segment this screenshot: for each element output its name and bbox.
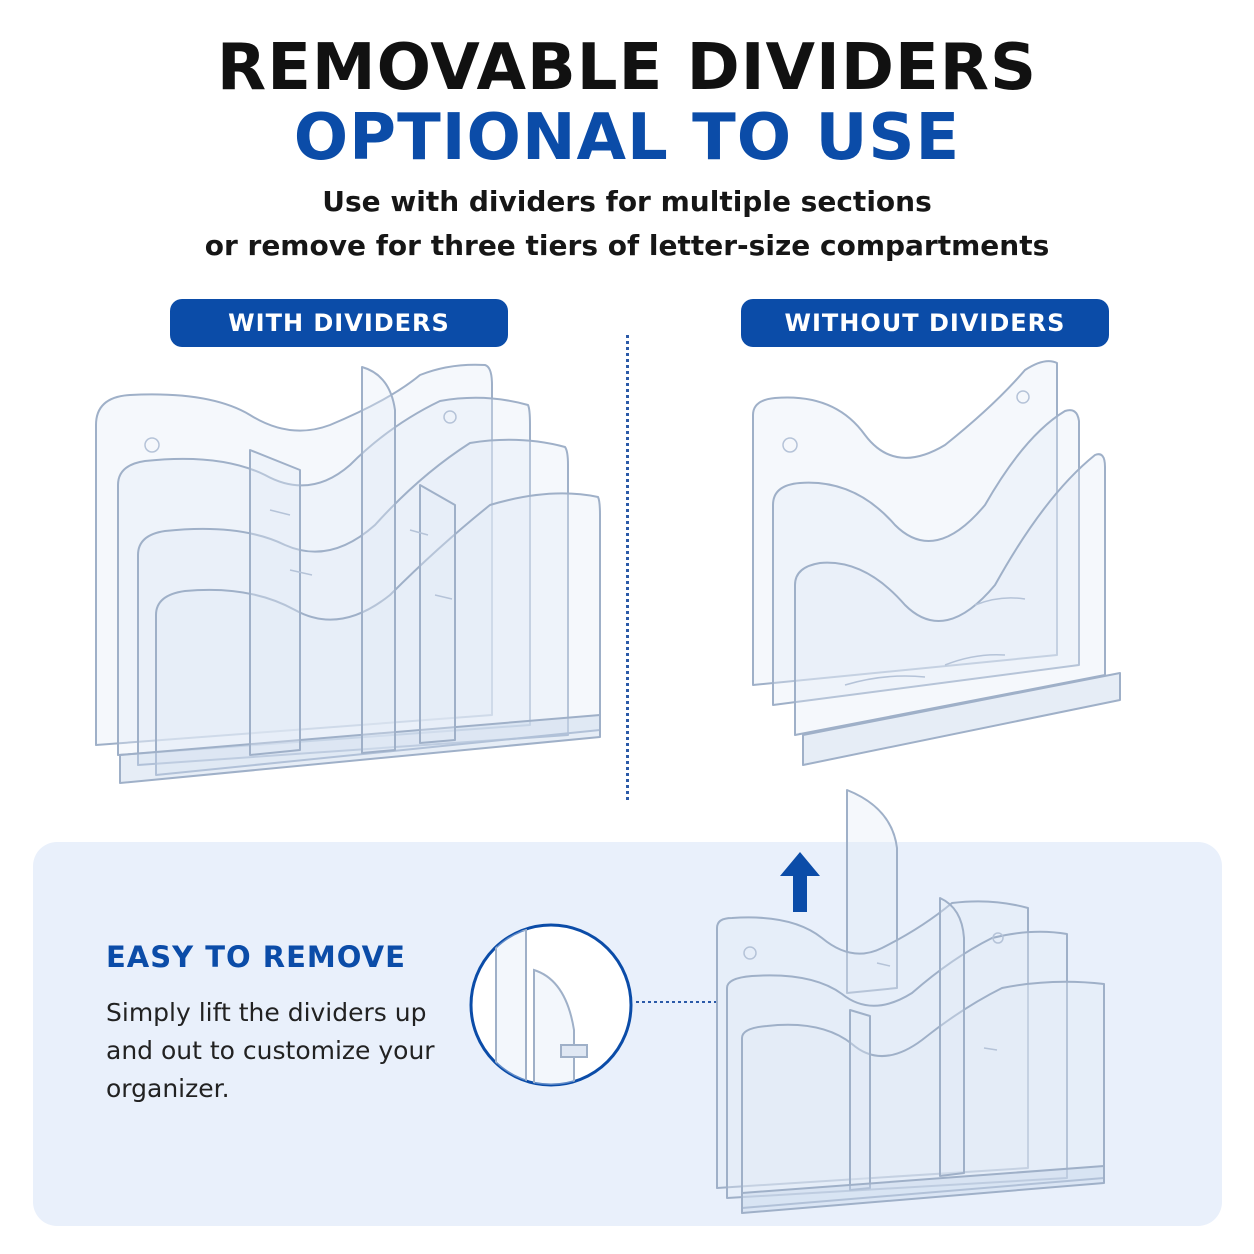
organizer-without-dividers-image — [752, 360, 1121, 766]
organizer-divider-removal-image — [716, 789, 1105, 1214]
organizer-with-dividers-image — [95, 363, 601, 784]
subheadline-line-2: or remove for three tiers of letter-size… — [204, 229, 1050, 262]
headline-line-1: REMOVABLE DIVIDERS — [216, 31, 1038, 105]
center-dotted-divider — [626, 335, 629, 800]
subheadline-line-1: Use with dividers for multiple sections — [322, 185, 932, 218]
headline-line-2: OPTIONAL TO USE — [293, 101, 961, 175]
with-dividers-label: WITH DIVIDERS — [170, 299, 508, 347]
feature-description: Simply lift the dividers up and out to c… — [106, 998, 435, 1103]
magnifier-connector-line — [636, 1001, 716, 1003]
feature-title: EASY TO REMOVE — [106, 940, 406, 974]
divider-closeup-magnifier — [469, 923, 633, 1087]
without-dividers-label: WITHOUT DIVIDERS — [741, 299, 1109, 347]
up-arrow-icon — [780, 852, 820, 912]
